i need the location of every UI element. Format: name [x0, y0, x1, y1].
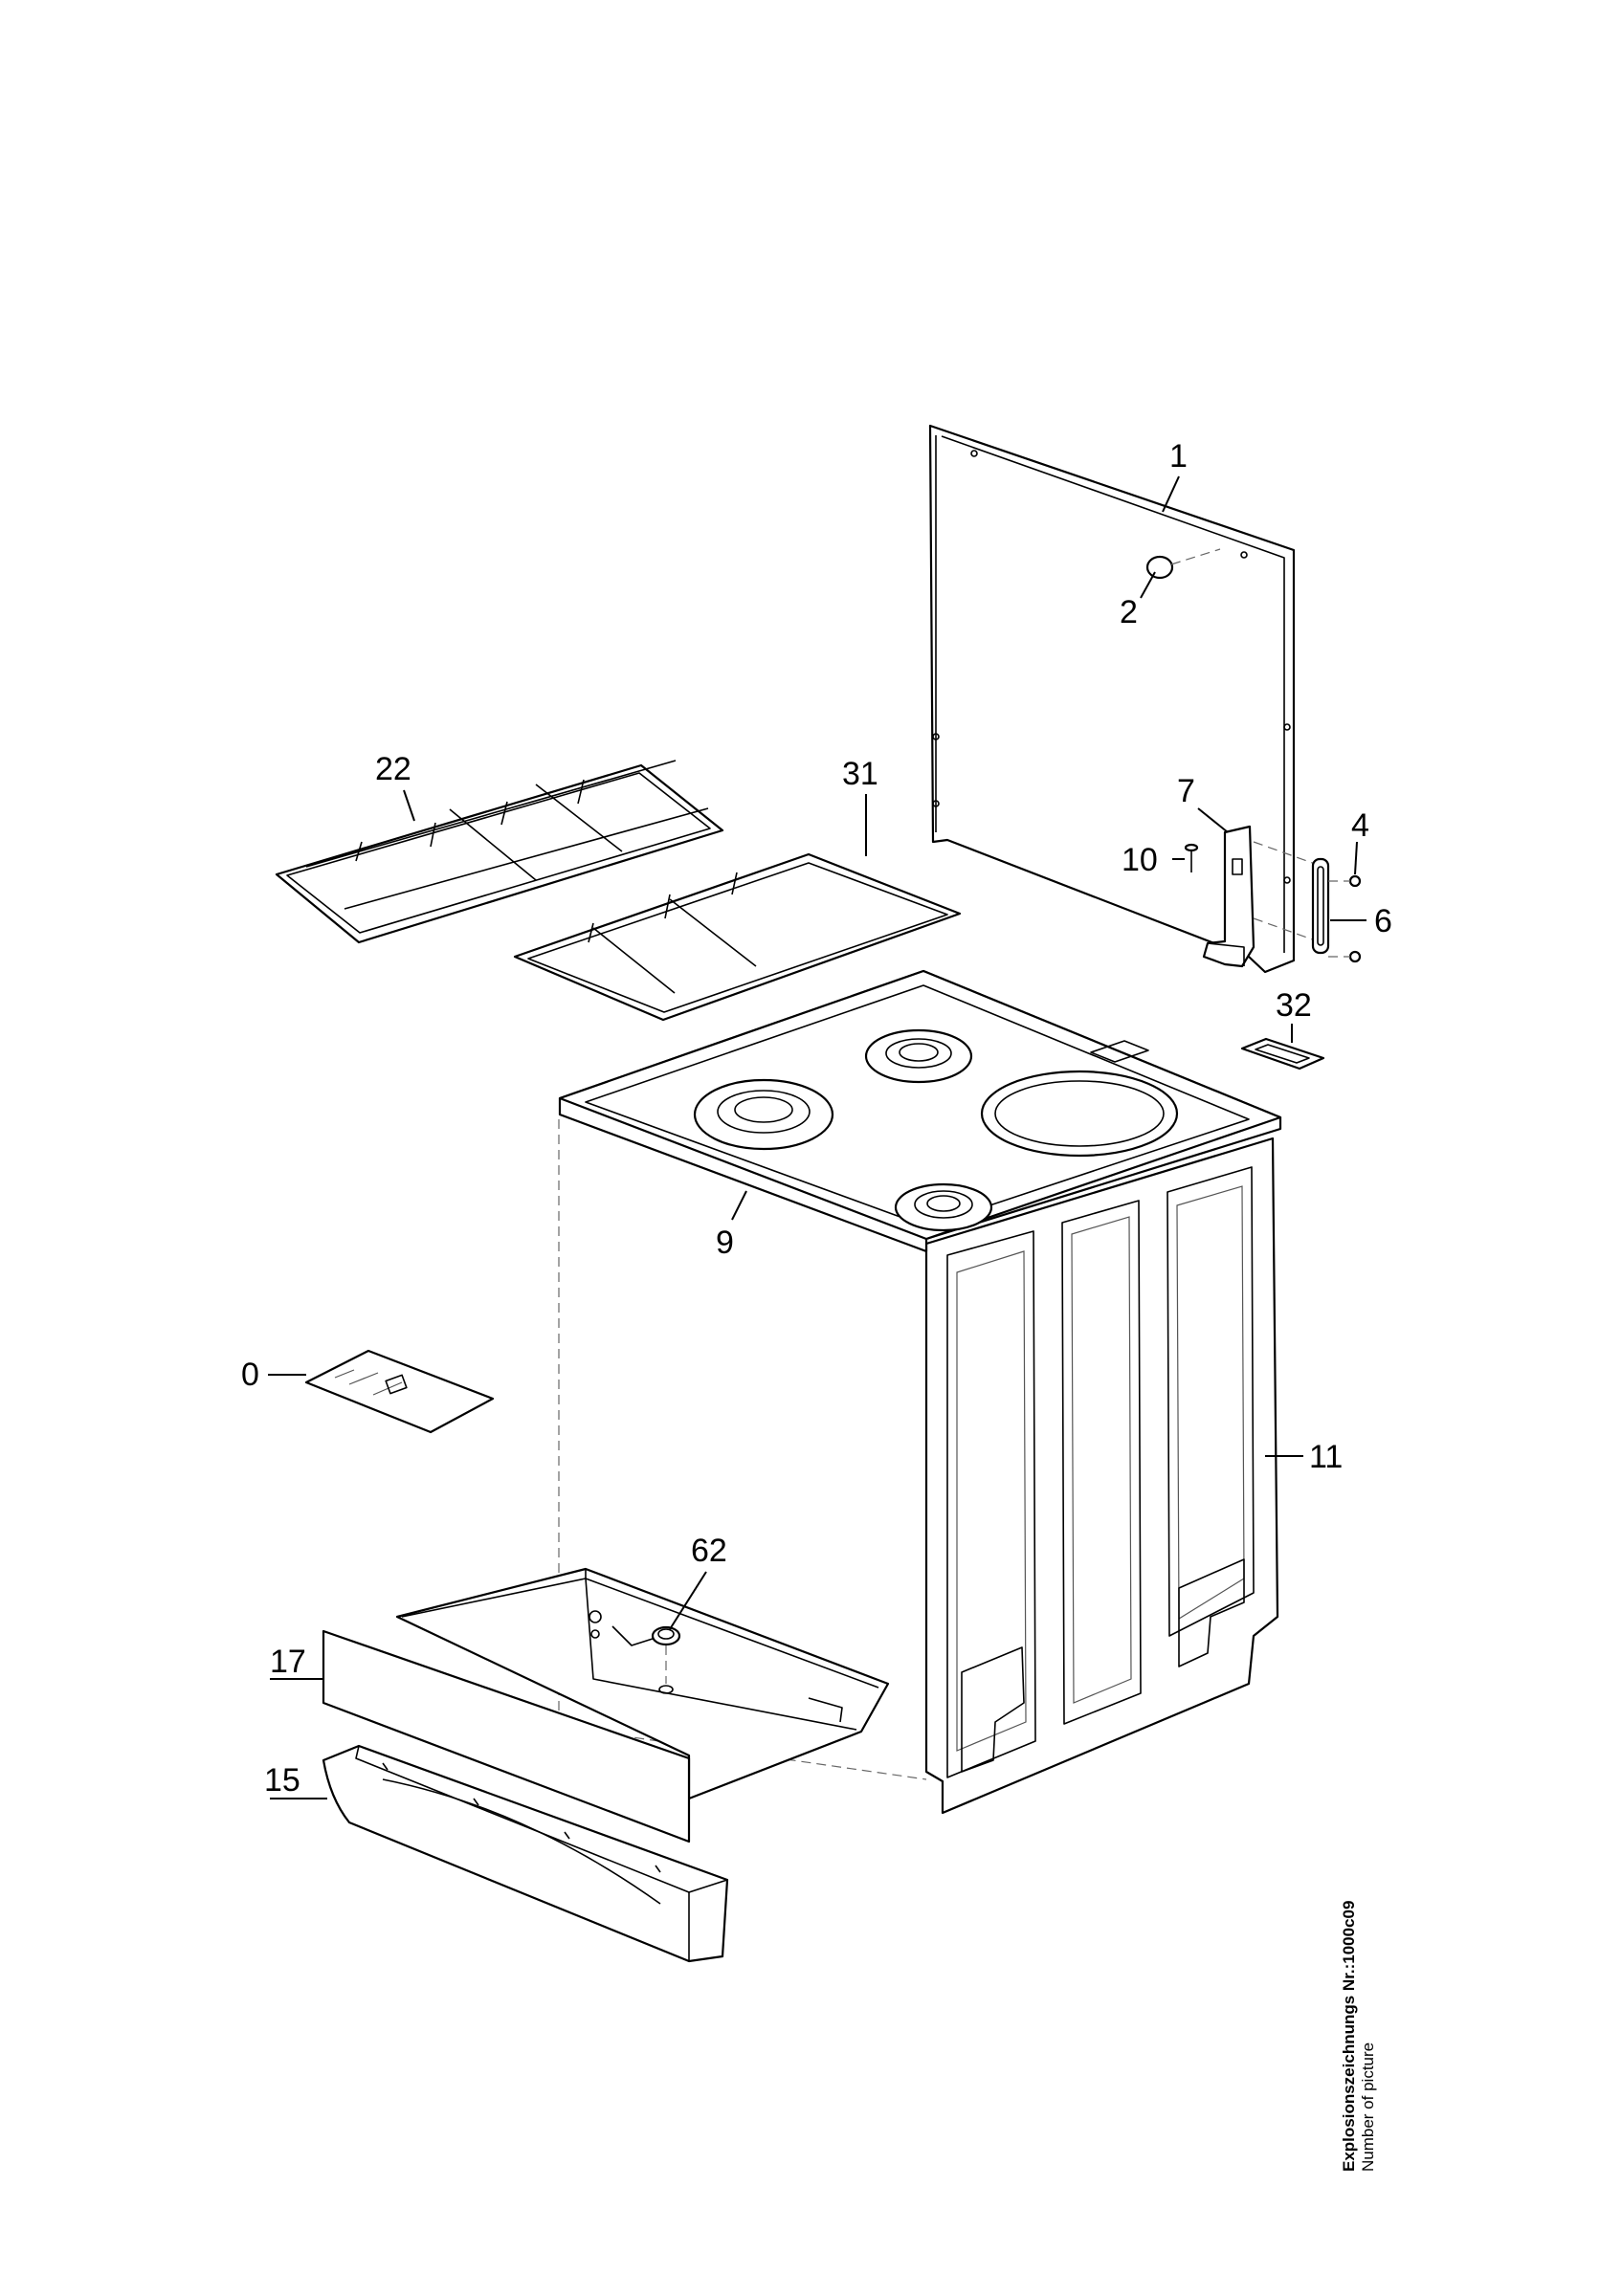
callout-6: 6	[1374, 903, 1392, 939]
instruction-manual-part	[304, 1349, 495, 1434]
drawer-stopper-part	[651, 1625, 681, 1694]
callout-1: 1	[1169, 438, 1188, 475]
fixing-screws-part	[1328, 874, 1362, 963]
pan-support-right-part	[513, 852, 962, 1022]
callout-2: 2	[1120, 594, 1138, 630]
callout-labels: 1 2 4 6 7 10 22 31 32 9 0 11 62 17 15	[241, 438, 1392, 1799]
hinge-bracket-part	[1202, 825, 1322, 968]
callout-10: 10	[1122, 842, 1158, 878]
caption-title: Explosionszeichnungs Nr.:1000c09	[1340, 1900, 1358, 2172]
leader-lines	[268, 475, 1366, 1799]
callout-22: 22	[375, 751, 411, 787]
screw-part	[1184, 843, 1199, 872]
callout-31: 31	[842, 756, 878, 792]
back-panel-part	[928, 424, 1296, 974]
storage-drawer-part	[322, 1567, 890, 1843]
callout-11: 11	[1309, 1439, 1343, 1475]
hob-top-part	[558, 969, 1282, 1253]
back-panel-plug-part	[1145, 548, 1221, 580]
callout-62: 62	[691, 1533, 727, 1569]
vent-plate-part	[1240, 1037, 1325, 1071]
caption-subtitle: Number of picture	[1359, 2042, 1377, 2172]
callout-7: 7	[1177, 773, 1195, 809]
callout-9: 9	[716, 1225, 734, 1261]
callout-15: 15	[264, 1762, 300, 1799]
side-strip-part	[1311, 857, 1330, 955]
callout-32: 32	[1276, 987, 1312, 1024]
callout-0: 0	[241, 1357, 259, 1393]
pan-support-left-part	[275, 760, 724, 944]
callout-4: 4	[1351, 807, 1369, 844]
drawer-front-panel-part	[322, 1744, 729, 1963]
cabinet-side-panel-part	[924, 1137, 1279, 1815]
callout-17: 17	[270, 1644, 306, 1680]
